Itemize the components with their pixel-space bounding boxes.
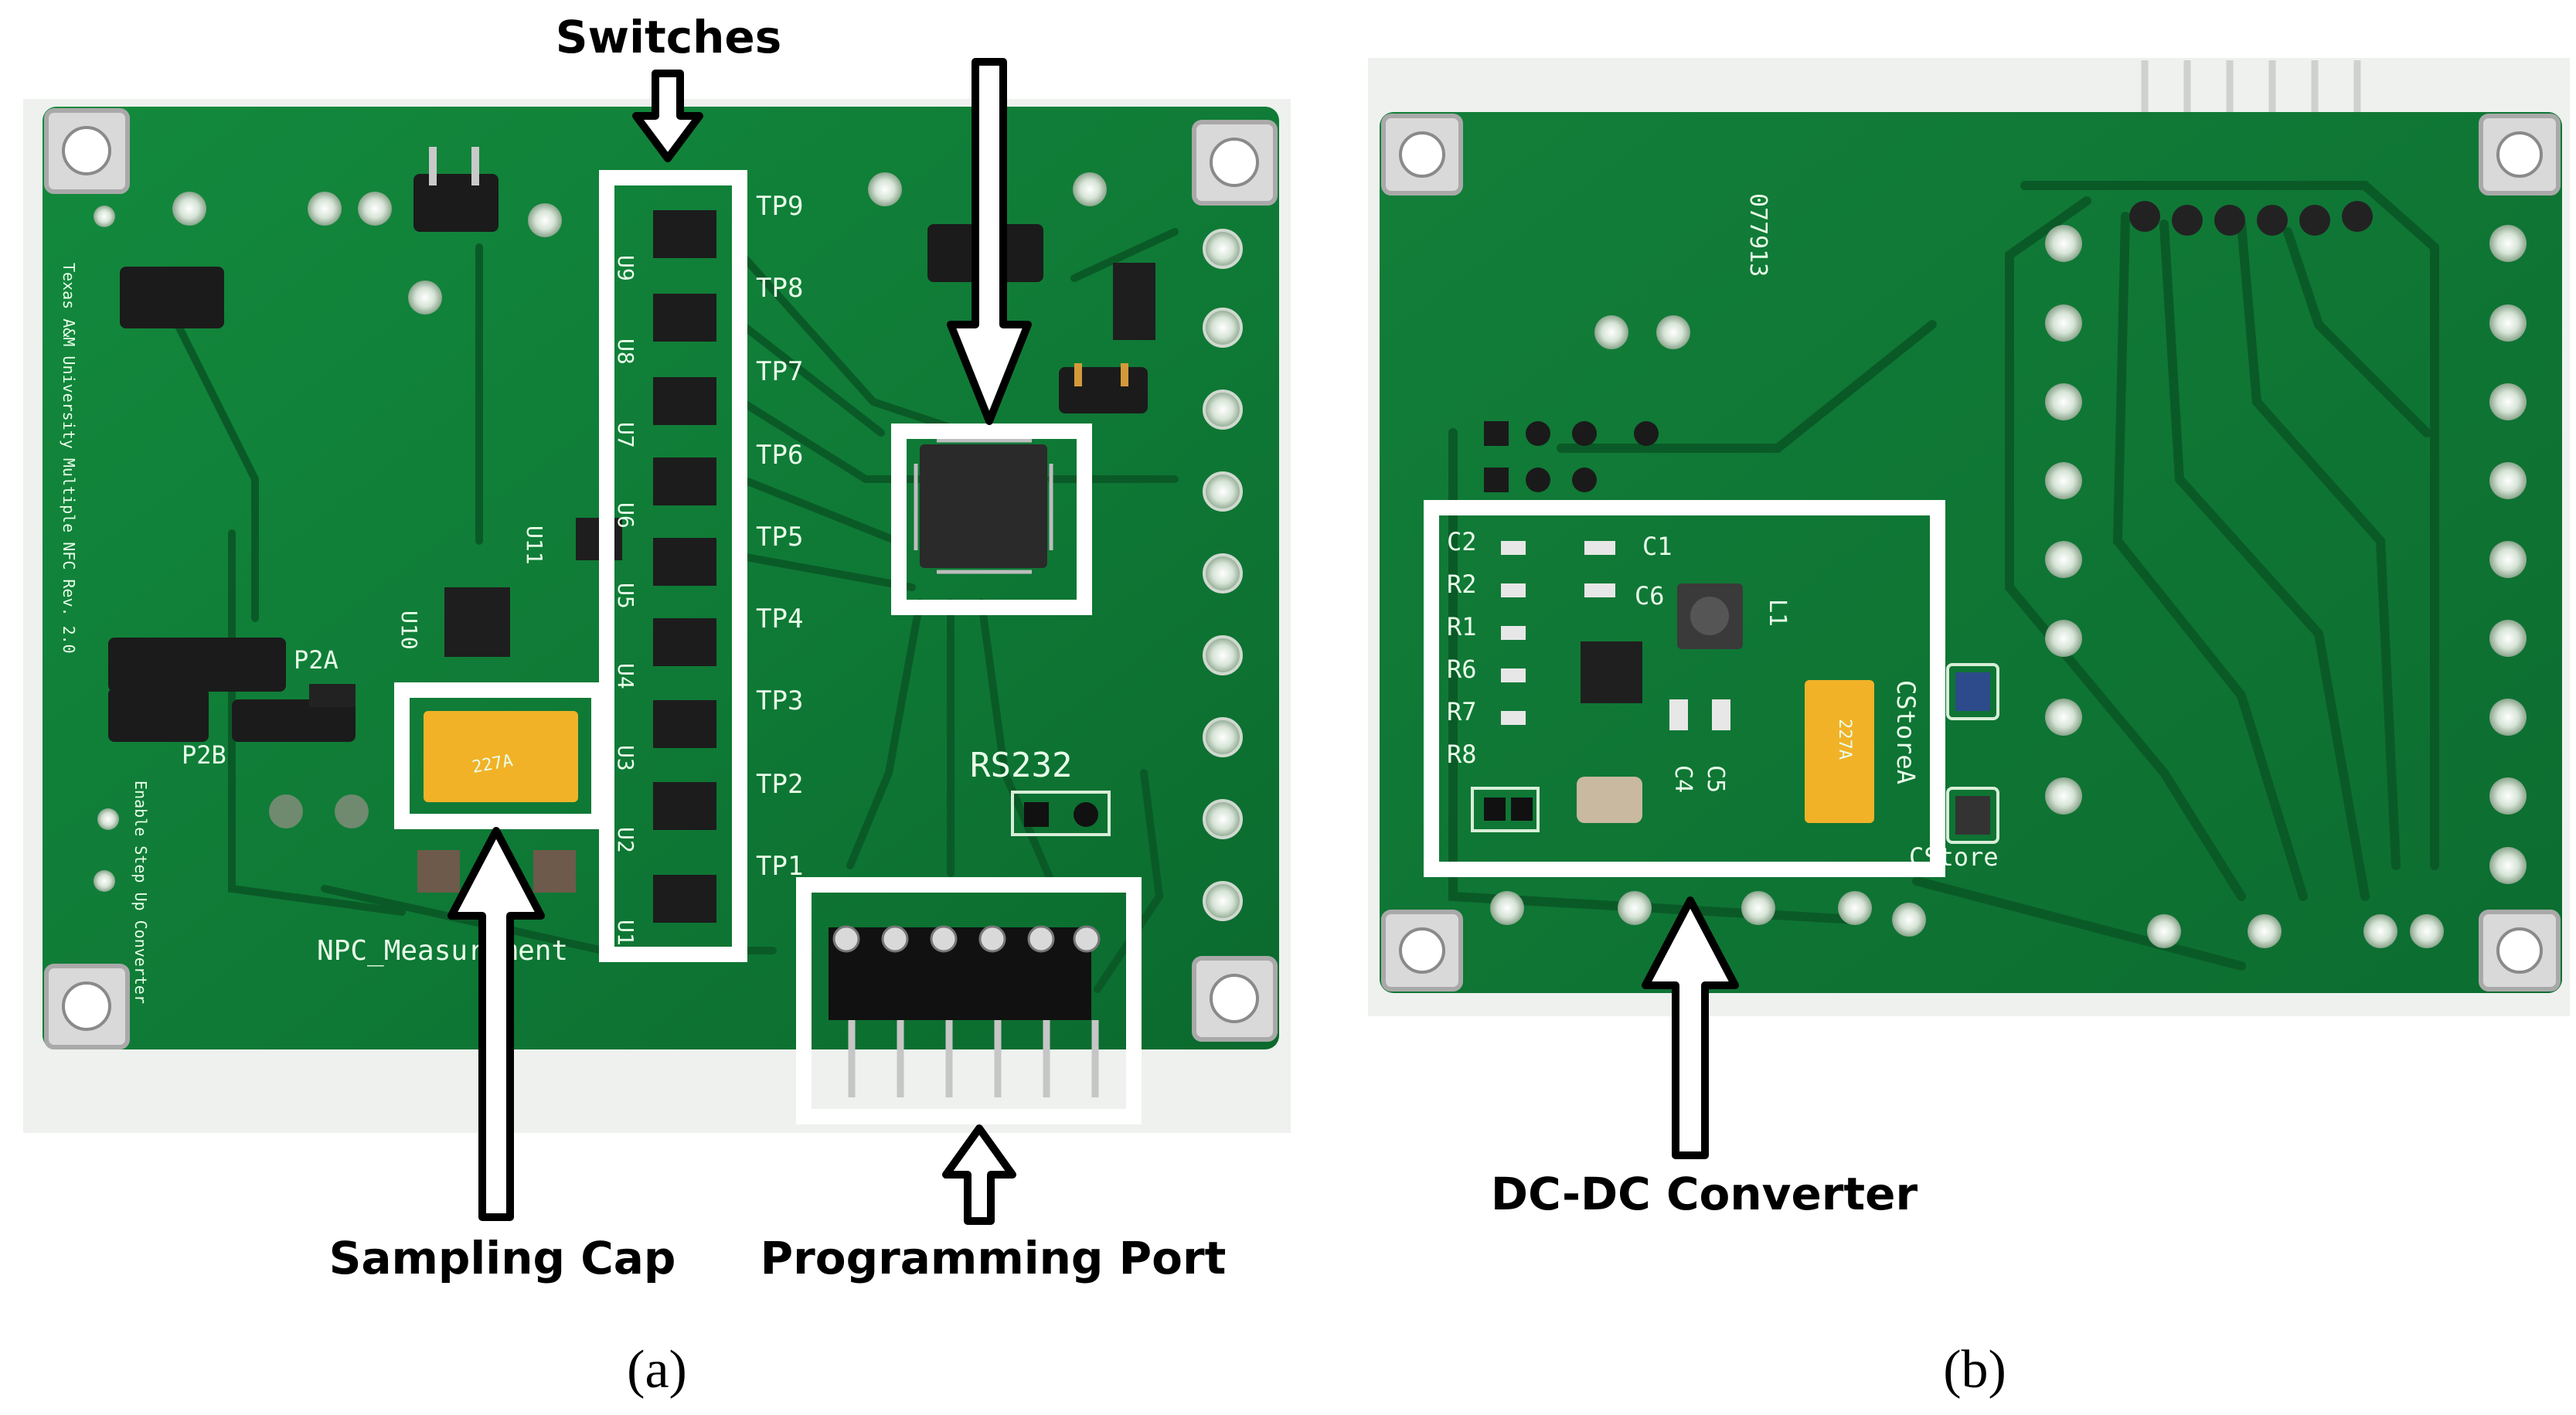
mcu-arrow-icon — [947, 58, 1032, 425]
dc-dc-highlight-box — [1424, 500, 1945, 877]
programming-header — [829, 925, 1101, 1097]
tp-label: TP8 — [756, 273, 803, 304]
edge-pads-a — [1203, 229, 1243, 921]
dc-dc-converter-callout: DC-DC Converter — [1491, 1168, 1918, 1220]
switch-ic-labels: U9 U8 U7 U6 U5 U4 U3 U2 U1 — [613, 255, 638, 946]
microcontroller-chip — [920, 444, 1047, 568]
panel-b-photo: 227A C2 R2 R1 R6 R7 R8 C1 C6 L1 C5 C4 CS… — [1368, 58, 2570, 1220]
panel-b-label: (b) — [1943, 1340, 2006, 1400]
callout-arrows-a — [447, 58, 1032, 1225]
c1-label: C1 — [1642, 532, 1673, 561]
tp-label: TP3 — [756, 685, 803, 716]
programming-port-arrow-icon — [942, 1124, 1016, 1225]
misc-pads-a — [94, 172, 1107, 892]
header-solder-b — [2129, 201, 2373, 236]
p2b-label: P2B — [182, 740, 226, 770]
tp-label: TP2 — [756, 769, 803, 800]
cstore-cap-marking: 227A — [1835, 719, 1854, 760]
c4-label: C4 — [1669, 765, 1696, 793]
u-label: U7 — [613, 422, 638, 448]
u-label: U5 — [613, 583, 638, 609]
cstorea-label: CStoreA — [1891, 680, 1921, 784]
u-label: U2 — [613, 827, 638, 853]
jumper-headers-a — [108, 147, 1148, 742]
highlight-boxes-a — [394, 170, 1142, 1124]
u-label: U9 — [613, 255, 638, 281]
u10-label: U10 — [396, 611, 422, 650]
mcu-highlight-box — [891, 423, 1092, 615]
programming-port-highlight-box — [796, 877, 1142, 1124]
tp-label: TP6 — [756, 440, 803, 471]
enable-step-up-label: Enable Step Up Converter — [131, 781, 150, 1004]
u11-label: U11 — [522, 526, 547, 565]
switches-callout: Switches — [556, 11, 782, 63]
c5-label: C5 — [1702, 765, 1729, 793]
switches-arrow-icon — [632, 70, 703, 162]
test-point-labels: TP9 TP8 TP7 TP6 TP5 TP4 TP3 TP2 TP1 — [756, 191, 803, 882]
small-ics-a — [309, 263, 1155, 707]
dc-dc-components: 227A — [1471, 541, 1999, 844]
pcb-traces-b — [1448, 181, 2439, 971]
u-label: U4 — [613, 663, 638, 689]
part-label: R8 — [1447, 740, 1477, 769]
part-label: R2 — [1447, 570, 1477, 599]
sampling-cap-arrow-icon — [447, 827, 545, 1221]
edge-pads-b — [1490, 225, 2527, 948]
part-label: C2 — [1447, 527, 1477, 556]
dc-dc-part-labels: C2 R2 R1 R6 R7 R8 — [1447, 527, 1477, 769]
rs232-label: RS232 — [970, 746, 1072, 785]
l1-label: L1 — [1764, 599, 1791, 627]
u-label: U3 — [613, 745, 638, 771]
u-label: U6 — [613, 502, 638, 529]
panel-a-label: (a) — [627, 1340, 687, 1400]
u-label: U1 — [613, 920, 638, 946]
board-id-label: 077913 — [1744, 193, 1771, 277]
c6-label: C6 — [1635, 581, 1665, 611]
tp-label: TP7 — [756, 356, 803, 387]
sampling-cap-highlight-box — [394, 682, 607, 829]
sampling-cap-callout: Sampling Cap — [329, 1232, 676, 1284]
p2a-label: P2A — [294, 645, 339, 675]
part-label: R1 — [1447, 612, 1477, 641]
tp-label: TP4 — [756, 604, 803, 634]
tp-label: TP1 — [756, 851, 803, 882]
tp-label: TP5 — [756, 522, 803, 553]
switches-highlight-box — [599, 170, 747, 962]
sampling-capacitor — [424, 711, 578, 802]
cstore-capacitor — [1805, 680, 1874, 823]
programming-port-callout: Programming Port — [761, 1232, 1227, 1284]
tp-label: TP9 — [756, 191, 803, 222]
switch-chip-column — [653, 210, 716, 923]
dc-dc-arrow-icon — [1642, 896, 1739, 1159]
part-label: R7 — [1447, 697, 1477, 726]
u-label: U8 — [613, 338, 638, 365]
university-label: Texas A&M University Multiple NFC Rev. 2… — [60, 263, 78, 654]
pad-cluster-b — [1484, 421, 1659, 492]
board-name-label: NPC_Measurement — [317, 935, 568, 967]
part-label: R6 — [1447, 655, 1477, 684]
panel-a-photo: 227A — [23, 11, 1291, 1284]
